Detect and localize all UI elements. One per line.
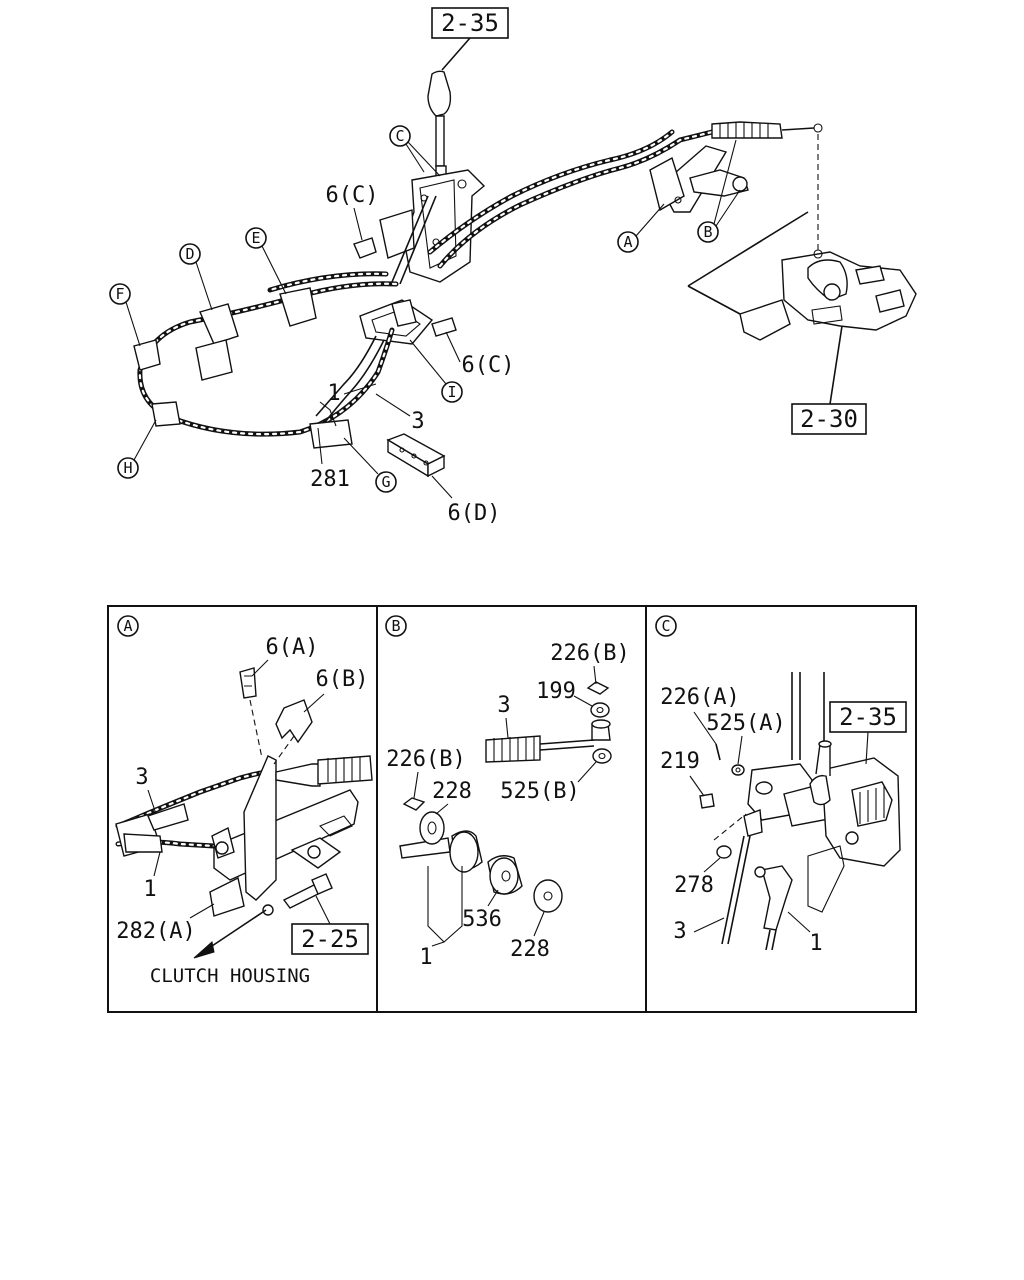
svg-text:I: I: [447, 383, 456, 401]
label-6b: 6(B): [316, 667, 369, 692]
svg-text:E: E: [251, 229, 260, 247]
label-part-3: 3: [497, 693, 510, 718]
label-clutch-housing: CLUTCH HOUSING: [150, 965, 310, 987]
label-278: 278: [674, 873, 714, 898]
panel-c: C: [655, 615, 907, 956]
label-228-bottom: 228: [510, 937, 550, 962]
panel-b-tag[interactable]: B: [385, 615, 407, 637]
leader-line: [431, 475, 453, 499]
label-part-281: 281: [310, 467, 350, 492]
ref-box-shift-lever[interactable]: 2-35: [431, 7, 509, 39]
floor-plate: [359, 299, 434, 345]
cable-clips: [133, 237, 457, 449]
label-part-3: 3: [135, 765, 148, 790]
callout-B[interactable]: B: [697, 139, 741, 243]
label-part-1: 1: [143, 877, 156, 902]
grommet-block: [386, 433, 446, 478]
callout-F[interactable]: F: [109, 283, 141, 347]
callout-G[interactable]: G: [343, 437, 397, 493]
svg-text:2-25: 2-25: [301, 925, 359, 953]
callout-D[interactable]: D: [179, 243, 213, 311]
label-282a: 282(A): [116, 919, 195, 944]
leader-line: [441, 37, 471, 71]
label-226a: 226(A): [660, 685, 739, 710]
panel-a-tag[interactable]: A: [117, 615, 139, 637]
svg-text:2-35: 2-35: [839, 703, 897, 731]
callout-E[interactable]: E: [245, 227, 287, 295]
label-part-1: 1: [327, 381, 340, 406]
label-6a: 6(A): [266, 635, 319, 660]
label-6d: 6(D): [448, 501, 501, 526]
label-536: 536: [462, 907, 502, 932]
label-226b-top: 226(B): [550, 641, 629, 666]
callout-I[interactable]: I: [409, 339, 463, 403]
label-6c-lower: 6(C): [462, 353, 515, 378]
leader-line: [375, 393, 411, 417]
label-6c-upper: 6(C): [326, 183, 379, 208]
label-219: 219: [660, 749, 700, 774]
label-part-3: 3: [411, 409, 424, 434]
shifter-bracket: [379, 169, 486, 285]
label-part-1: 1: [419, 945, 432, 970]
svg-text:D: D: [185, 245, 194, 263]
main-assembly: 2-35: [109, 7, 917, 526]
panel-c-tag[interactable]: C: [655, 615, 677, 637]
leader-line: [445, 331, 461, 363]
cable-loop-left: [137, 271, 399, 437]
panels-frame: [107, 605, 917, 1013]
leader-line: [317, 427, 323, 465]
transmission-assembly: [687, 211, 917, 405]
cable-to-transmission: [427, 121, 823, 269]
callout-C[interactable]: C: [389, 125, 441, 177]
svg-text:C: C: [661, 617, 670, 635]
svg-text:2-35: 2-35: [441, 9, 499, 37]
label-228-top: 228: [432, 779, 472, 804]
label-525b: 525(B): [500, 779, 579, 804]
svg-text:G: G: [381, 473, 390, 491]
callout-A[interactable]: A: [617, 203, 665, 253]
label-525a: 525(A): [706, 711, 785, 736]
svg-text:F: F: [115, 285, 124, 303]
ref-box-clutch-bolt[interactable]: 2-25: [291, 923, 369, 955]
shift-lever: [427, 70, 452, 181]
leader-line: [343, 383, 377, 395]
svg-text:2-30: 2-30: [800, 405, 858, 433]
svg-text:H: H: [123, 459, 132, 477]
leader-line: [353, 207, 363, 241]
label-part-1: 1: [809, 931, 822, 956]
svg-text:B: B: [703, 223, 712, 241]
svg-text:A: A: [623, 233, 632, 251]
label-199: 199: [536, 679, 576, 704]
label-part-3: 3: [673, 919, 686, 944]
panel-a: A: [115, 615, 373, 987]
ref-box-transmission[interactable]: 2-30: [791, 403, 867, 435]
callout-H[interactable]: H: [117, 419, 157, 479]
detail-panels: A: [107, 605, 917, 1013]
label-226b-left: 226(B): [386, 747, 465, 772]
ref-box-shift-lever-detail[interactable]: 2-35: [829, 701, 907, 733]
svg-text:A: A: [123, 617, 132, 635]
svg-text:B: B: [391, 617, 400, 635]
panel-b: B: [385, 615, 630, 970]
svg-text:C: C: [395, 127, 404, 145]
